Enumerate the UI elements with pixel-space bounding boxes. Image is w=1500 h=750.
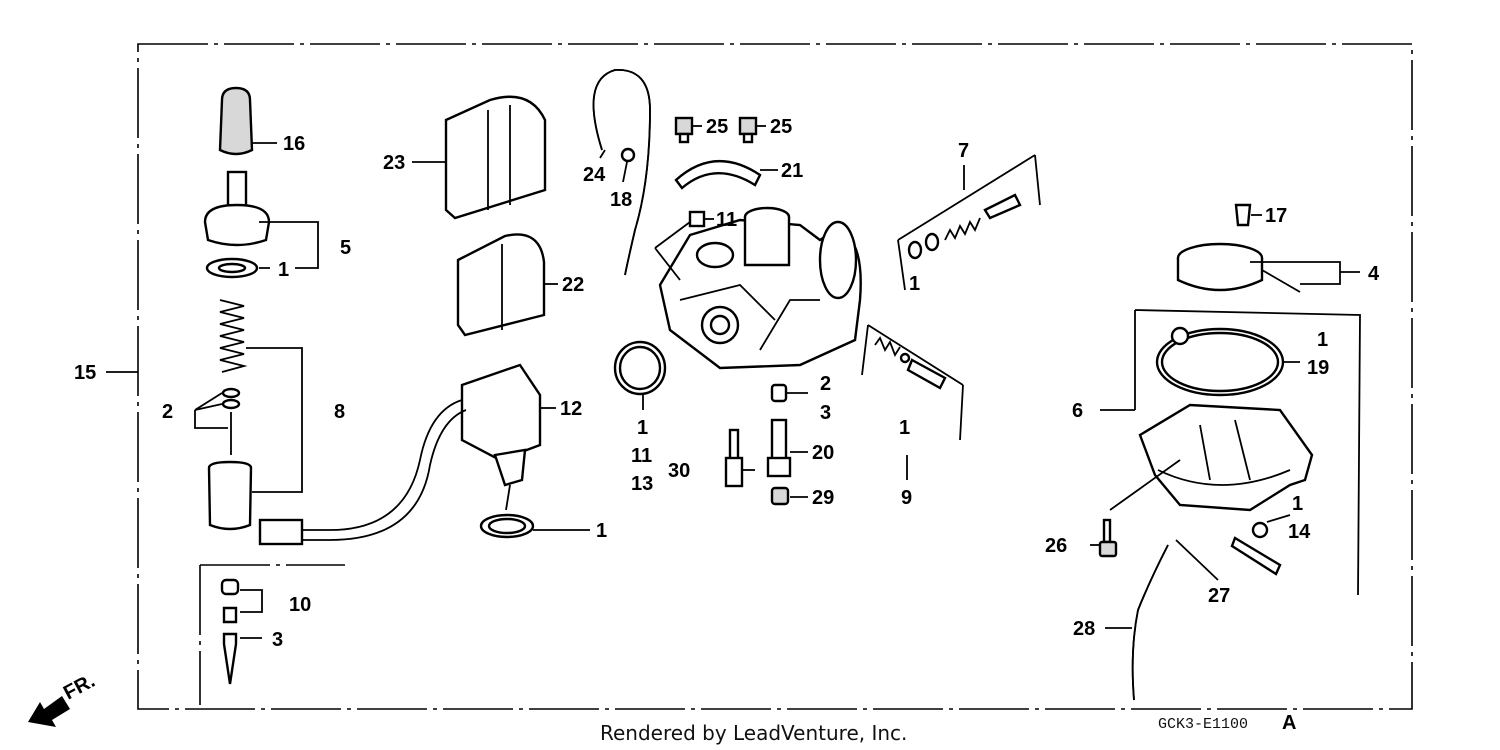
callout-22[interactable]: 22 — [562, 274, 584, 296]
leader-lines — [106, 125, 1360, 639]
callout-1-d[interactable]: 1 — [909, 273, 920, 295]
callout-1-e[interactable]: 1 — [899, 417, 910, 439]
part-6-float-chamber[interactable] — [1138, 403, 1314, 512]
callout-29[interactable]: 29 — [812, 487, 834, 509]
part-30-pilot-jet[interactable] — [724, 428, 744, 488]
direction-label: FR. — [60, 670, 99, 705]
part-14-drain-screw[interactable] — [1230, 521, 1282, 576]
callout-23[interactable]: 23 — [383, 152, 405, 174]
callout-10[interactable]: 10 — [289, 594, 311, 616]
part-4-float[interactable] — [1176, 242, 1301, 293]
callout-15[interactable]: 15 — [74, 362, 96, 384]
callout-9[interactable]: 9 — [901, 487, 912, 509]
part-29-main-jet[interactable] — [770, 486, 790, 506]
part-6-bracket — [1134, 309, 1361, 596]
callout-1-a[interactable]: 1 — [278, 259, 289, 281]
part-2-clips[interactable] — [221, 387, 241, 455]
callout-26[interactable]: 26 — [1045, 535, 1067, 557]
callout-17[interactable]: 17 — [1265, 205, 1287, 227]
diagram-code: GCK3-E1100 — [1158, 716, 1248, 733]
part-1-washer-12[interactable] — [479, 513, 535, 539]
part-24-tube[interactable] — [592, 69, 651, 276]
callout-24[interactable]: 24 — [583, 164, 606, 186]
callout-1-c[interactable]: 1 — [637, 417, 648, 439]
part-20-needle-jet[interactable] — [766, 418, 792, 478]
callout-27[interactable]: 27 — [1208, 585, 1230, 607]
part-8-spring[interactable] — [219, 299, 248, 373]
callout-20[interactable]: 20 — [812, 442, 834, 464]
part-21-clamp[interactable] — [674, 160, 762, 190]
part-9-screw-set[interactable] — [874, 336, 947, 390]
callout-25-a[interactable]: 25 — [706, 116, 728, 138]
callout-3-a[interactable]: 3 — [272, 629, 283, 651]
callout-16[interactable]: 16 — [283, 133, 305, 155]
callout-labels: 16 5 1 8 2 15 10 3 23 22 12 1 24 18 25 2… — [74, 116, 1380, 651]
part-17-valve[interactable] — [1234, 203, 1252, 227]
carburetor-body[interactable] — [658, 206, 862, 370]
callout-11-b[interactable]: 11 — [631, 445, 652, 467]
diagram-frame — [137, 43, 1413, 710]
part-10-3-inset[interactable] — [220, 578, 240, 685]
part-8-throttle-valve[interactable] — [207, 460, 253, 531]
part-11-plug — [688, 210, 706, 228]
part-9-bracket — [861, 324, 964, 441]
callout-28[interactable]: 28 — [1073, 618, 1095, 640]
callout-5[interactable]: 5 — [340, 237, 351, 259]
part-7-bracket — [897, 154, 1041, 291]
callout-3-b[interactable]: 3 — [820, 402, 831, 424]
callout-11-a[interactable]: 11 — [716, 209, 737, 231]
callout-4[interactable]: 4 — [1368, 263, 1380, 285]
footer-credit: Rendered by LeadVenture, Inc. — [600, 721, 907, 745]
callout-13[interactable]: 13 — [631, 473, 653, 495]
part-25-screw-b[interactable] — [738, 116, 758, 144]
callout-7[interactable]: 7 — [958, 140, 969, 162]
front-arrow-icon — [28, 696, 70, 727]
part-26-screw[interactable] — [1098, 518, 1118, 558]
callout-25-b[interactable]: 25 — [770, 116, 792, 138]
part-5-cap-nut[interactable] — [203, 170, 271, 247]
callout-2-b[interactable]: 2 — [820, 373, 831, 395]
callout-19[interactable]: 19 — [1307, 357, 1329, 379]
callout-2-a[interactable]: 2 — [162, 401, 173, 423]
part-23-cover[interactable] — [444, 95, 547, 220]
inset-bracket — [199, 564, 345, 705]
part-2-3-jet[interactable] — [770, 383, 788, 403]
part-25-screw-a[interactable] — [674, 116, 694, 144]
callout-30[interactable]: 30 — [668, 460, 690, 482]
callout-6[interactable]: 6 — [1072, 400, 1083, 422]
part-1-washer-top[interactable] — [205, 257, 259, 279]
part-18-clip[interactable] — [620, 147, 636, 163]
part-28-drain-tube[interactable] — [1131, 544, 1169, 701]
part-19-gasket[interactable] — [1155, 326, 1285, 397]
part-7-screw-set[interactable] — [907, 193, 1022, 260]
part-11-13-o-ring[interactable] — [613, 340, 667, 396]
callout-12[interactable]: 12 — [560, 398, 582, 420]
callout-1-f[interactable]: 1 — [1317, 329, 1328, 351]
part-16-filter-cap[interactable] — [218, 86, 254, 156]
callout-1-b[interactable]: 1 — [596, 520, 607, 542]
diagram-revision: A — [1282, 712, 1296, 734]
part-12-sensor[interactable] — [258, 363, 542, 546]
callout-8[interactable]: 8 — [334, 401, 345, 423]
callout-1-g[interactable]: 1 — [1292, 493, 1303, 515]
callout-14[interactable]: 14 — [1288, 521, 1311, 543]
front-direction-indicator: FR. — [28, 670, 99, 727]
part-22-cover[interactable] — [456, 233, 546, 337]
callout-18[interactable]: 18 — [610, 189, 632, 211]
callout-21[interactable]: 21 — [781, 160, 803, 182]
